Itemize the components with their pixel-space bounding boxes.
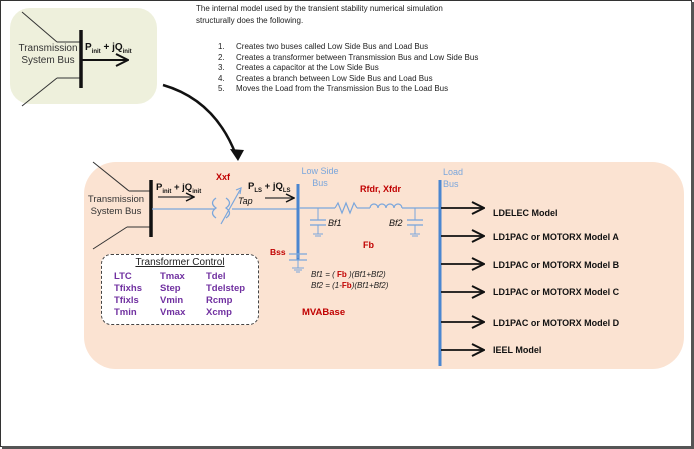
mvabase-label: MVABase xyxy=(302,307,346,318)
ls-flow-label: PLS + jQLS xyxy=(248,181,291,194)
transformer-control-params: LTC Tmax Tdel Tfixhs Step Tdelstep Tfixl… xyxy=(114,271,262,318)
step-item: 5.Moves the Load from the Transmission B… xyxy=(218,84,449,93)
tc-param: Xcmp xyxy=(206,307,232,318)
main-transmission-bus-label: Transmission System Bus xyxy=(87,194,145,217)
top-transmission-bus-label: Transmission System Bus xyxy=(18,43,78,66)
fb-label: Fb xyxy=(363,240,374,250)
load-model-label: LD1PAC or MOTORX Model C xyxy=(493,287,620,297)
top-feeder-line xyxy=(21,77,58,107)
tc-param: Rcmp xyxy=(206,295,233,306)
transformer-control-box: Transformer Control LTC Tmax Tdel Tfixhs… xyxy=(101,254,259,325)
load-model-label: LD1PAC or MOTORX Model A xyxy=(493,232,619,242)
tc-param: Tdel xyxy=(206,271,226,282)
resistor-icon xyxy=(334,201,358,215)
load-model-label: LDELEC Model xyxy=(493,208,558,218)
main-feeder-line xyxy=(92,161,130,192)
low-side-bus-label: Low Side Bus xyxy=(301,166,339,188)
tc-param: Tfixhs xyxy=(114,283,142,294)
intro-text: The internal model used by the transient… xyxy=(196,3,536,27)
tc-param: Step xyxy=(160,283,181,294)
intro-line-1: The internal model used by the transient… xyxy=(196,4,443,13)
tc-param: Tmin xyxy=(114,307,137,318)
tap-arrow-head xyxy=(235,187,242,195)
tap-arrow xyxy=(220,189,241,225)
bf1-label: Bf1 xyxy=(328,218,342,228)
tc-param: Tfixls xyxy=(114,295,139,306)
frame-shadow-right xyxy=(691,2,694,449)
tc-param: Vmin xyxy=(160,295,184,306)
load-model-label: LD1PAC or MOTORX Model D xyxy=(493,318,620,328)
curved-arrow xyxy=(162,83,238,156)
steps-list: 1.Creates two buses called Low Side Bus … xyxy=(218,42,518,95)
tc-param: Tmax xyxy=(160,271,185,282)
load-bus-label: Load Bus xyxy=(443,167,464,189)
step-item: 4.Creates a branch between Low Side Bus … xyxy=(218,73,433,83)
transformer-control-title: Transformer Control xyxy=(135,257,225,268)
bf2-label: Bf2 xyxy=(389,218,403,228)
xxf-label: Xxf xyxy=(216,172,231,182)
tc-param: LTC xyxy=(114,271,132,282)
tc-param: Tdelstep xyxy=(206,283,246,294)
step-item: 1.Creates two buses called Low Side Bus … xyxy=(218,42,429,51)
inductor-icon xyxy=(369,203,403,209)
init-flow-label: Pinit + jQinit xyxy=(156,182,202,195)
bss-label: Bss xyxy=(270,247,286,257)
load-model-label: LD1PAC or MOTORX Model B xyxy=(493,260,620,270)
frame-shadow xyxy=(2,446,694,449)
top-feeder-line xyxy=(21,11,58,43)
tap-label: Tap xyxy=(238,196,253,206)
rfdr-xfdr-label: Rfdr, Xfdr xyxy=(360,184,402,194)
main-feeder-line xyxy=(92,226,128,250)
transformer-coil-primary xyxy=(211,197,218,219)
curved-arrow-head xyxy=(230,149,244,161)
bf1-equation: Bf1 = ( Fb )(Bf1+Bf2) xyxy=(311,270,386,279)
step-item: 3.Creates a capacitor at the Low Side Bu… xyxy=(218,63,379,72)
bf2-equation: Bf2 = (1-Fb)(Bf1+Bf2) xyxy=(311,281,389,290)
load-model-label: IEEL Model xyxy=(493,345,542,355)
bf-equations: Bf1 = ( Fb )(Bf1+Bf2) Bf2 = (1-Fb)(Bf1+B… xyxy=(311,269,388,291)
top-panel xyxy=(10,8,157,104)
top-power-flow-label: Pinit + jQinit xyxy=(85,42,132,55)
transformer-coil-secondary xyxy=(224,197,231,219)
step-item: 2.Creates a transformer between Transmis… xyxy=(218,52,479,62)
tc-param: Vmax xyxy=(160,307,186,318)
intro-line-2: structurally does the following. xyxy=(196,16,304,25)
